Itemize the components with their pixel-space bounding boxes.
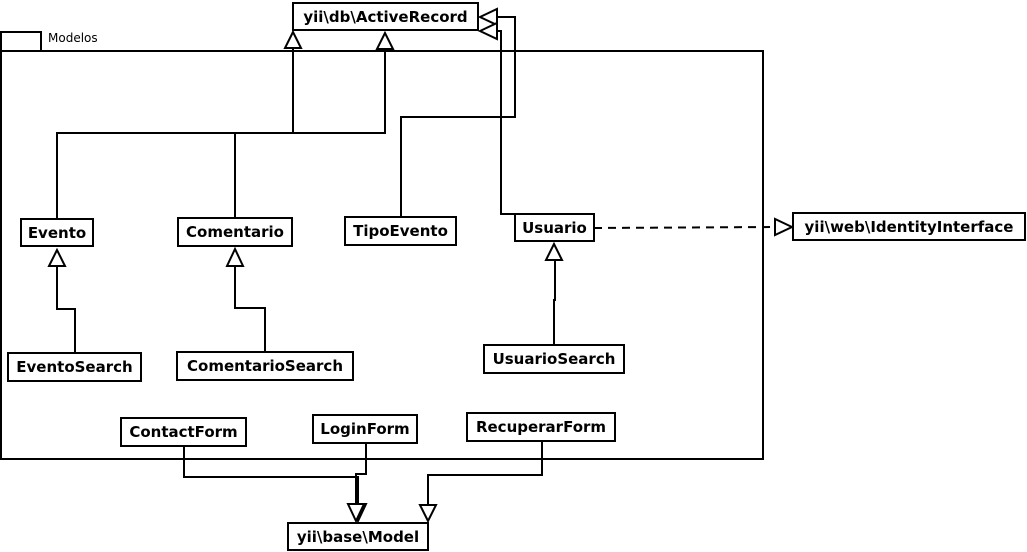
arrowhead-evento-activerecord (283, 29, 303, 49)
class-tipo-evento-label: TipoEvento (353, 222, 448, 240)
class-evento: Evento (20, 218, 94, 247)
class-base-model-label: yii\base\Model (297, 528, 419, 546)
class-usuario: Usuario (514, 213, 595, 242)
arrowhead-comentario-activerecord (375, 30, 395, 50)
class-active-record-label: yii\db\ActiveRecord (303, 8, 467, 26)
class-contact-form-label: ContactForm (129, 423, 237, 441)
arrowhead-recuperarform-model (418, 504, 438, 524)
class-comentario-search: ComentarioSearch (176, 351, 354, 381)
arrowheads (47, 7, 795, 524)
package-tab (0, 31, 42, 52)
arrowhead-usuario-identityinterface (774, 217, 795, 237)
class-base-model: yii\base\Model (287, 522, 429, 551)
arrowhead-eventosearch-evento (47, 247, 67, 267)
package-body (0, 50, 764, 460)
class-contact-form: ContactForm (120, 417, 247, 447)
class-evento-label: Evento (28, 224, 86, 242)
arrowhead-comentariosearch-comentario (225, 246, 245, 267)
arrowhead-usuariosearch-usuario (544, 241, 564, 261)
class-identity-interface-label: yii\web\IdentityInterface (805, 218, 1014, 236)
class-usuario-label: Usuario (522, 219, 587, 237)
class-recuperar-form-label: RecuperarForm (476, 418, 606, 436)
class-comentario-search-label: ComentarioSearch (187, 357, 343, 375)
class-usuario-search: UsuarioSearch (483, 344, 625, 374)
edge-recuperarform-model (427, 441, 543, 505)
edge-usuario-activerecord (497, 30, 527, 215)
class-comentario-label: Comentario (186, 223, 284, 241)
class-login-form: LoginForm (312, 414, 418, 444)
class-comentario: Comentario (177, 217, 293, 247)
class-login-form-label: LoginForm (320, 420, 409, 438)
package-label: Modelos (48, 31, 98, 45)
class-evento-search-label: EventoSearch (16, 358, 132, 376)
class-tipo-evento: TipoEvento (344, 216, 457, 246)
arrowhead-tipoevento-activerecord (477, 7, 498, 27)
arrowhead-loginform-model (346, 503, 366, 524)
edge-eventosearch-evento (56, 266, 76, 353)
edge-evento-activerecord (56, 48, 294, 219)
edge-usuario-identityinterface (593, 226, 776, 229)
edge-loginform-model (355, 443, 367, 503)
edges (56, 16, 776, 505)
class-usuario-search-label: UsuarioSearch (493, 350, 616, 368)
edge-usuariosearch-usuario (553, 260, 556, 345)
edge-contactform-model (183, 446, 359, 503)
class-active-record: yii\db\ActiveRecord (292, 2, 479, 31)
edge-tipoevento-activerecord (400, 16, 516, 217)
class-identity-interface: yii\web\IdentityInterface (792, 212, 1026, 241)
arrowhead-usuario-activerecord (477, 21, 498, 41)
class-recuperar-form: RecuperarForm (466, 412, 616, 442)
package-modelos: Modelos (0, 31, 764, 460)
edge-comentario-activerecord (234, 48, 386, 218)
class-evento-search: EventoSearch (7, 352, 142, 382)
edge-comentariosearch-comentario (234, 266, 266, 352)
